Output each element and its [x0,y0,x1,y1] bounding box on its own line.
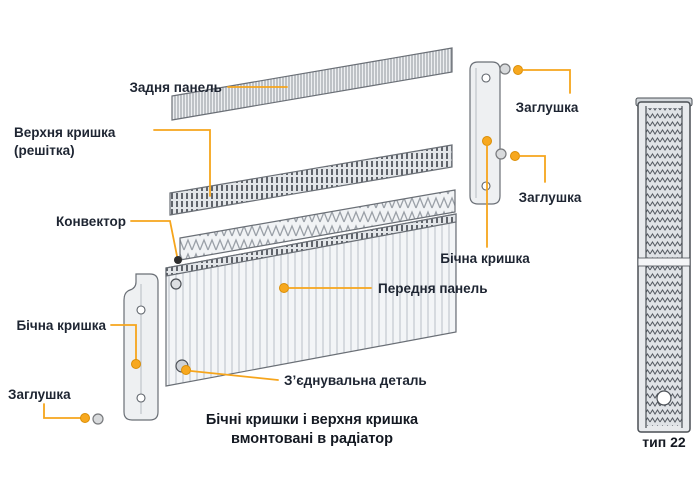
side-cover-right-part [469,61,501,205]
label-type-22: тип 22 [642,434,686,450]
label-convector: Конвектор [56,214,126,229]
section-profile-type22 [635,97,693,433]
label-side-cover-left: Бічна кришка [16,318,106,333]
leader-top-cover [153,129,211,197]
side-cover-left-part [123,273,159,421]
top-cover-grille-part [169,144,453,216]
leader-plug-top-right [522,69,571,94]
leader-side-cover-left [110,324,137,361]
label-top-cover-line1: Верхня кришка [14,125,116,140]
note-line2: вмонтовані в радіатор [231,431,393,447]
connection-dot-convector [174,256,182,264]
front-panel-part [165,213,457,387]
connection-dot-plug-bottom-left [80,413,90,423]
plug-part-mid-right [495,148,507,160]
back-panel-part [171,47,453,121]
connection-dot-plug-top-right [513,65,523,75]
label-back-panel: Задня панель [129,80,222,95]
plug-part-top-right [499,63,511,75]
label-plug-bottom-left: Заглушка [8,387,71,402]
note-line1: Бічні кришки і верхня кришка [206,412,419,428]
connection-dot-plug-mid-right [510,151,520,161]
convector-part [179,189,456,261]
connection-dot-front-panel [279,283,289,293]
label-connector: З’єднувальна деталь [284,373,427,388]
pipe-connection-top [170,278,182,290]
leader-plug-mid-right [519,155,546,183]
label-plug-mid-right: Заглушка [519,190,582,205]
plug-part-bottom-left [92,413,104,425]
label-plug-top-right: Заглушка [516,100,579,115]
connection-dot-side-cover-left [131,359,141,369]
leader-connector [190,370,279,381]
leader-convector [130,220,178,257]
connection-dot-connector [181,365,191,375]
label-side-cover-right: Бічна кришка [440,251,530,266]
connection-dot-side-cover-right [482,136,492,146]
label-front-panel: Передня панель [378,281,488,296]
leader-plug-bottom-left [43,403,81,419]
label-top-cover-line2: (решітка) [14,143,75,158]
